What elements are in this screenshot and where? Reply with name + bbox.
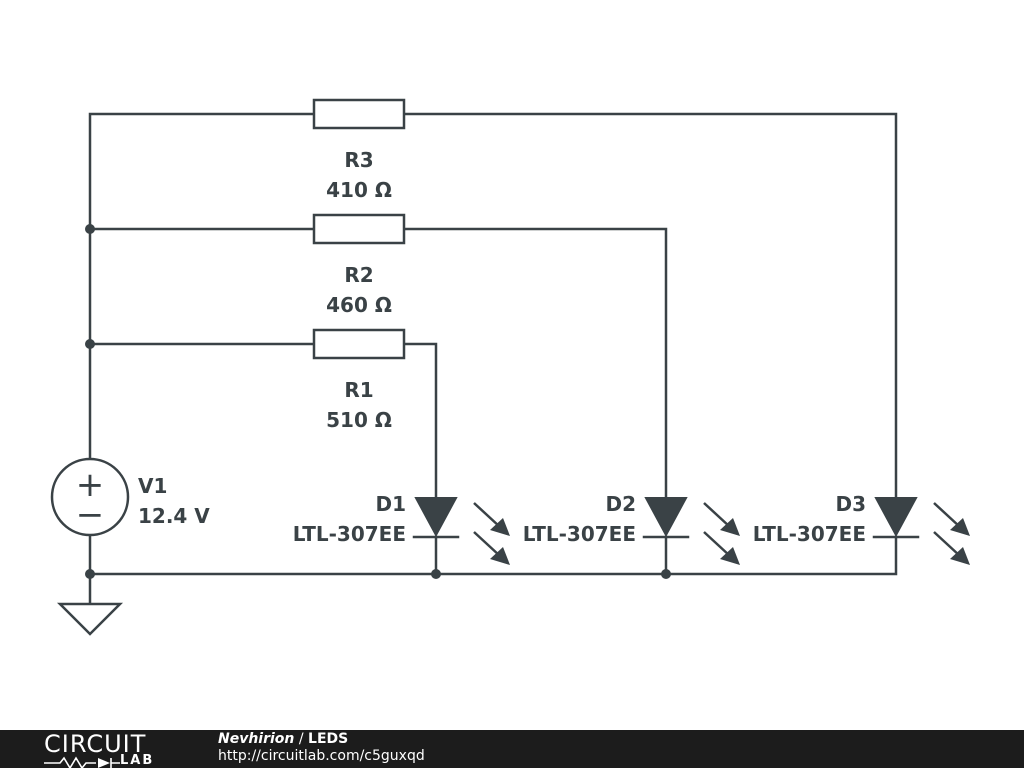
d3-part: LTL-307EE: [753, 522, 866, 546]
emission-arrowhead-d3-upper: [950, 518, 970, 536]
wire-r1-right: [402, 342, 438, 499]
r3-value: 410 Ω: [326, 178, 392, 202]
wire-r3-right: [402, 112, 898, 499]
emission-arrow-d2-upper: [703, 502, 731, 528]
led-d2: [642, 497, 740, 565]
circuit-info: Nevhirion / LEDS http://circuitlab.com/c…: [218, 731, 425, 765]
emission-arrow-d1-upper: [473, 502, 501, 528]
junction-dot: [661, 569, 671, 579]
diode-triangle-d2: [644, 497, 688, 538]
junction-dot: [85, 224, 95, 234]
circuit-title-line: Nevhirion / LEDS: [218, 731, 425, 748]
v1-plus-sign: +: [76, 465, 105, 505]
circuitlab-logo[interactable]: CIRCUIT LAB: [44, 730, 184, 770]
resistor-r2: [312, 213, 406, 245]
emission-arrow-d2-lower: [703, 531, 731, 557]
ground-icon: [56, 602, 124, 636]
diode-triangle-d1: [414, 497, 458, 538]
circuit-title[interactable]: LEDS: [308, 731, 349, 747]
wire-r2-right: [402, 227, 668, 499]
emission-arrow-d3-upper: [933, 502, 961, 528]
diode-triangle-d3: [874, 497, 918, 538]
d2-part: LTL-307EE: [523, 522, 636, 546]
emission-arrowhead-d1-upper: [490, 518, 510, 536]
logo-wordmark-top: CIRCUIT: [44, 730, 147, 758]
logo-wordmark-bottom: LAB: [120, 753, 155, 768]
resistor-r3: [312, 98, 406, 130]
emission-arrowhead-d2-lower: [720, 547, 740, 565]
led-d3: [872, 497, 970, 565]
wire-top-loop: [88, 112, 316, 464]
r1-value: 510 Ω: [326, 408, 392, 432]
d3-name: D3: [835, 492, 866, 516]
led-d1: [412, 497, 510, 565]
emission-arrow-d1-lower: [473, 531, 501, 557]
footer-bar: CIRCUIT LAB Nevhirion / LEDS http://circ…: [0, 730, 1024, 770]
voltage-source-v1: [50, 457, 130, 537]
title-separator: /: [294, 731, 309, 747]
wire-ground-bus: [88, 535, 898, 576]
r2-value: 460 Ω: [326, 293, 392, 317]
circuit-schematic: R3 410 Ω R2 460 Ω R1 510 Ω + − V1 12.4 V…: [50, 98, 970, 636]
emission-arrowhead-d1-lower: [490, 547, 510, 565]
junction-dot: [85, 569, 95, 579]
r1-name: R1: [344, 378, 373, 402]
d1-part: LTL-307EE: [293, 522, 406, 546]
v1-name: V1: [138, 474, 167, 498]
emission-arrowhead-d2-upper: [720, 518, 740, 536]
d2-name: D2: [605, 492, 636, 516]
v1-minus-sign: −: [76, 495, 105, 535]
junction-dot: [431, 569, 441, 579]
junction-dot: [85, 339, 95, 349]
circuit-url[interactable]: http://circuitlab.com/c5guxqd: [218, 748, 425, 764]
d1-name: D1: [375, 492, 406, 516]
author-name[interactable]: Nevhirion: [218, 731, 295, 747]
emission-arrowhead-d3-lower: [950, 547, 970, 565]
resistor-r1: [312, 328, 406, 360]
r2-name: R2: [344, 263, 373, 287]
r3-name: R3: [344, 148, 373, 172]
emission-arrow-d3-lower: [933, 531, 961, 557]
resistor-squiggle-icon: [44, 756, 120, 770]
v1-value: 12.4 V: [138, 504, 210, 528]
